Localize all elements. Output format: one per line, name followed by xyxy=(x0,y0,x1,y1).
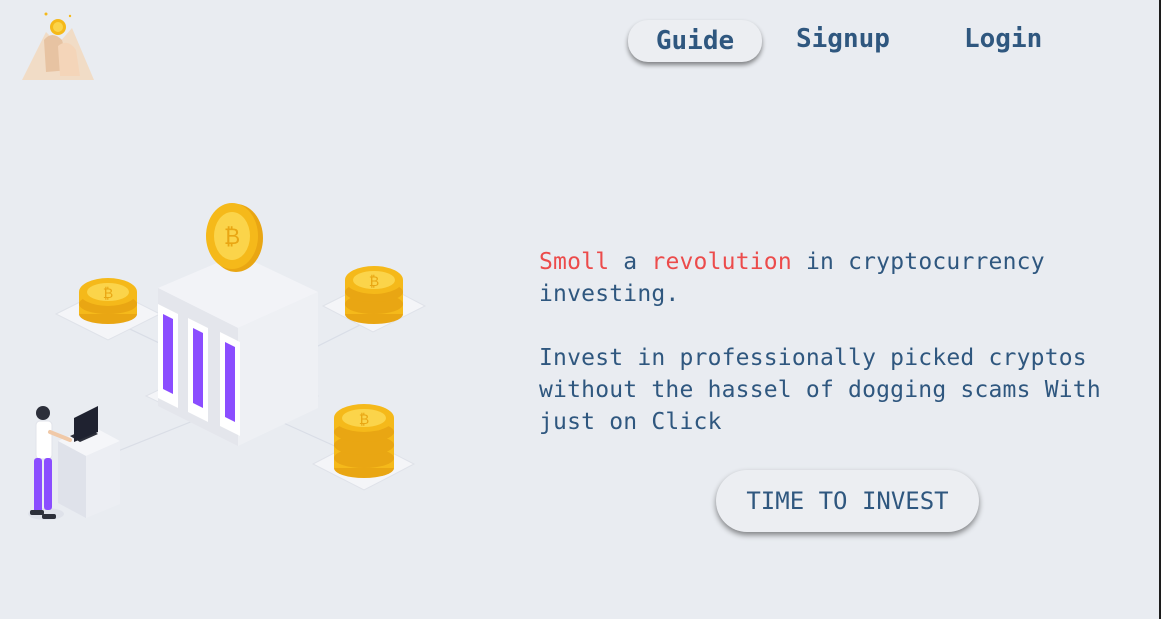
nav-guide-button[interactable]: Guide xyxy=(628,20,762,62)
headline-accent-revolution: revolution xyxy=(651,249,792,275)
top-nav: Guide Signup Login xyxy=(628,20,1058,62)
hero-headline: Smoll a revolution in cryptocurrency inv… xyxy=(539,246,1139,310)
nav-signup-link[interactable]: Signup xyxy=(796,24,890,54)
svg-text:₿: ₿ xyxy=(359,412,369,428)
hand-coin-logo-icon[interactable] xyxy=(18,10,98,84)
hero-copy: Smoll a revolution in cryptocurrency inv… xyxy=(539,246,1139,438)
headline-rest: in cryptocurrency investing. xyxy=(539,249,1045,307)
svg-text:₿: ₿ xyxy=(224,225,240,250)
svg-text:₿: ₿ xyxy=(369,274,379,290)
nav-login-link[interactable]: Login xyxy=(964,24,1043,54)
headline-accent-smoll: Smoll xyxy=(539,249,610,275)
headline-connector: a xyxy=(609,249,652,275)
hero-body: Invest in professionally picked cryptos … xyxy=(539,345,1101,435)
crypto-server-illustration: ₿ ₿ ₿ xyxy=(18,196,438,541)
time-to-invest-button[interactable]: TIME TO INVEST xyxy=(716,470,979,532)
svg-text:₿: ₿ xyxy=(103,286,113,302)
